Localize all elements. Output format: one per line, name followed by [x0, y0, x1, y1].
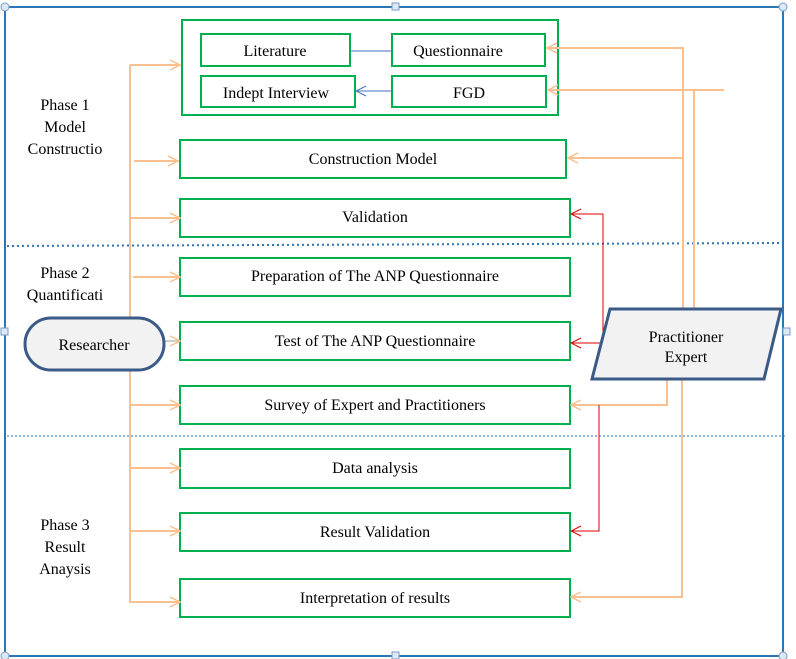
svg-text:Phase 3: Phase 3 [40, 517, 89, 534]
step-data-analysis[interactable]: Data analysis [179, 448, 571, 489]
svg-text:Questionnaire: Questionnaire [413, 43, 503, 60]
practitioner-arrows [547, 48, 724, 597]
svg-text:Literature: Literature [243, 43, 306, 60]
svg-text:Quantificati: Quantificati [27, 287, 104, 304]
svg-text:Result: Result [45, 539, 86, 556]
practitioner-expert-node[interactable]: Practitioner Expert [590, 307, 783, 381]
svg-text:Test of The ANP Questionnaire: Test of The ANP Questionnaire [275, 333, 476, 350]
step-survey[interactable]: Survey of Expert and Practitioners [179, 385, 571, 425]
step-preparation-questionnaire[interactable]: Preparation of The ANP Questionnaire [179, 257, 571, 297]
phase-divider [6, 242, 781, 247]
svg-text:Data analysis: Data analysis [332, 460, 418, 477]
researcher-node[interactable]: Researcher [23, 316, 166, 372]
feedback-arrows [571, 214, 604, 531]
step-validation[interactable]: Validation [179, 198, 571, 238]
step-interpretation[interactable]: Interpretation of results [179, 578, 571, 618]
step-test-questionnaire[interactable]: Test of The ANP Questionnaire [179, 321, 571, 361]
fgd-box[interactable]: FGD [391, 75, 547, 108]
svg-text:Constructio: Constructio [28, 141, 103, 158]
step-result-validation[interactable]: Result Validation [179, 512, 571, 552]
phase-2-label: Phase 2 Quantificati [27, 265, 104, 304]
svg-text:Phase 2: Phase 2 [40, 265, 89, 282]
svg-text:Survey of Expert and Practitio: Survey of Expert and Practitioners [264, 397, 485, 414]
phase-1-label: Phase 1 Model Constructio [28, 97, 103, 158]
svg-text:Anaysis: Anaysis [39, 561, 91, 578]
svg-text:Validation: Validation [342, 209, 408, 226]
indept-interview-box[interactable]: Indept Interview [200, 75, 356, 108]
svg-text:Indept Interview: Indept Interview [223, 85, 330, 102]
svg-text:Interpretation of results: Interpretation of results [300, 590, 450, 607]
svg-text:Preparation of The ANP Questi: Preparation of The ANP Questionnaire [251, 268, 499, 285]
svg-text:FGD: FGD [453, 85, 485, 102]
questionnaire-box[interactable]: Questionnaire [391, 33, 546, 67]
svg-text:Model: Model [44, 119, 86, 136]
step-construction-model[interactable]: Construction Model [179, 139, 567, 179]
svg-text:Phase 1: Phase 1 [40, 97, 89, 114]
phase-3-label: Phase 3 Result Anaysis [39, 517, 91, 578]
svg-text:Construction Model: Construction Model [309, 151, 438, 168]
svg-text:Researcher: Researcher [58, 337, 130, 354]
literature-box[interactable]: Literature [200, 33, 351, 67]
svg-text:Practitioner: Practitioner [649, 329, 724, 346]
svg-text:Result Validation: Result Validation [320, 524, 430, 541]
svg-text:Expert: Expert [665, 349, 708, 366]
